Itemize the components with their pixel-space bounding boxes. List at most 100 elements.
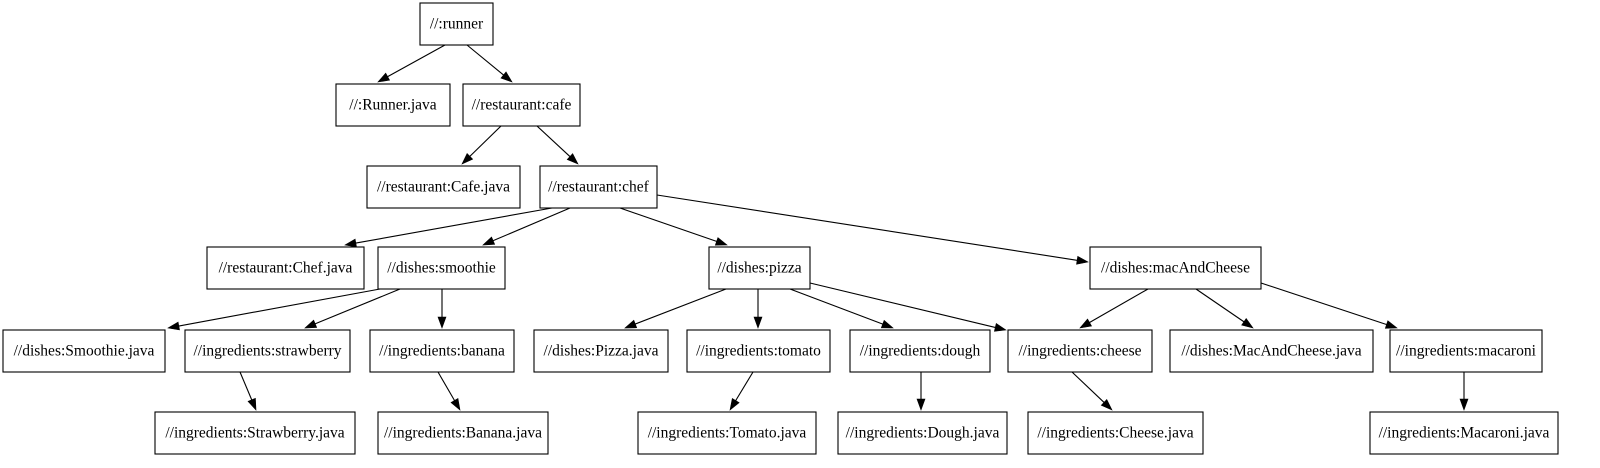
graph-edge <box>619 207 728 246</box>
node-box[interactable] <box>206 246 365 290</box>
graph-node-dishes_pizza[interactable]: //dishes:pizza <box>708 246 811 290</box>
node-box[interactable] <box>154 411 356 455</box>
node-label: //ingredients:Tomato.java <box>648 425 807 442</box>
arrowhead-icon <box>344 238 357 248</box>
arrowhead-icon <box>377 72 391 83</box>
node-box[interactable] <box>686 329 831 373</box>
graph-node-runner_java[interactable]: //:Runner.java <box>335 83 451 127</box>
arrowhead-icon <box>482 236 496 246</box>
arrowhead-icon <box>247 397 257 411</box>
edge-line <box>1087 288 1149 324</box>
node-box[interactable] <box>533 329 669 373</box>
edge-line <box>386 44 446 78</box>
graph-node-ing_cheese[interactable]: //ingredients:cheese <box>1007 329 1153 373</box>
arrowhead-icon <box>304 319 318 329</box>
node-box[interactable] <box>377 411 549 455</box>
node-label: //restaurant:chef <box>548 179 650 196</box>
graph-edge <box>461 125 502 165</box>
node-box[interactable] <box>419 2 494 46</box>
graph-edge <box>1079 288 1149 329</box>
node-label: //:runner <box>430 16 484 33</box>
nodes-layer: //:runner //:Runner.java //restaurant:cafe… <box>2 2 1559 455</box>
node-box[interactable] <box>1389 329 1543 373</box>
node-label: //dishes:pizza <box>717 260 801 277</box>
edge-line <box>466 44 506 77</box>
graph-node-dishes_macandcheese[interactable]: //dishes:macAndCheese <box>1089 246 1262 290</box>
edge-line <box>1071 371 1106 404</box>
graph-node-restaurant_cafe[interactable]: //restaurant:cafe <box>462 83 581 127</box>
graph-node-macandcheese_java[interactable]: //dishes:MacAndCheese.java <box>1169 329 1374 373</box>
graph-edge <box>916 372 926 411</box>
graph-edge <box>1195 288 1254 329</box>
graph-node-ing_dough[interactable]: //ingredients:dough <box>849 329 991 373</box>
node-box[interactable] <box>1007 329 1153 373</box>
node-box[interactable] <box>539 165 658 209</box>
graph-edge <box>624 288 727 329</box>
edge-line <box>313 288 401 325</box>
node-box[interactable] <box>708 246 811 290</box>
graph-node-ing_strawberry[interactable]: //ingredients:strawberry <box>184 329 351 373</box>
node-label: //ingredients:banana <box>379 343 505 360</box>
node-box[interactable] <box>837 411 1008 455</box>
node-label: //:Runner.java <box>349 97 437 114</box>
graph-node-dishes_smoothie[interactable]: //dishes:smoothie <box>377 246 506 290</box>
graph-node-ing_macaroni[interactable]: //ingredients:macaroni <box>1389 329 1543 373</box>
graph-node-macaroni_java[interactable]: //ingredients:Macaroni.java <box>1369 411 1559 455</box>
arrowhead-icon <box>714 237 728 246</box>
edge-line <box>1195 288 1246 324</box>
arrowhead-icon <box>450 398 461 411</box>
graph-node-ing_banana[interactable]: //ingredients:banana <box>369 329 515 373</box>
graph-edge <box>239 371 257 411</box>
node-label: //dishes:Smoothie.java <box>14 343 155 360</box>
node-box[interactable] <box>377 246 506 290</box>
graph-edge <box>466 44 513 83</box>
arrowhead-icon <box>1384 320 1398 329</box>
graph-edge <box>656 194 1089 265</box>
node-box[interactable] <box>462 83 581 127</box>
graph-node-cheese_java[interactable]: //ingredients:Cheese.java <box>1027 411 1204 455</box>
node-box[interactable] <box>335 83 451 127</box>
node-label: //ingredients:Dough.java <box>846 425 1000 442</box>
node-box[interactable] <box>1169 329 1374 373</box>
arrowhead-icon <box>566 153 579 165</box>
edge-line <box>354 207 553 244</box>
graph-node-pizza_java[interactable]: //dishes:Pizza.java <box>533 329 669 373</box>
arrowhead-icon <box>880 319 894 329</box>
node-box[interactable] <box>184 329 351 373</box>
node-label: //ingredients:Macaroni.java <box>1379 425 1550 442</box>
node-box[interactable] <box>849 329 991 373</box>
node-box[interactable] <box>1027 411 1204 455</box>
edge-line <box>633 288 727 326</box>
arrowhead-icon <box>1100 399 1113 411</box>
node-box[interactable] <box>1369 411 1559 455</box>
arrowhead-icon <box>1076 255 1089 265</box>
node-box[interactable] <box>1089 246 1262 290</box>
graph-node-cafe_java[interactable]: //restaurant:Cafe.java <box>366 165 521 209</box>
arrowhead-icon <box>1241 317 1254 329</box>
node-box[interactable] <box>637 411 817 455</box>
node-label: //ingredients:dough <box>860 343 981 360</box>
arrowhead-icon <box>624 319 638 329</box>
graph-node-dough_java[interactable]: //ingredients:Dough.java <box>837 411 1008 455</box>
edge-line <box>491 207 571 242</box>
node-label: //ingredients:Banana.java <box>384 425 542 442</box>
graph-node-chef_java[interactable]: //restaurant:Chef.java <box>206 246 365 290</box>
graph-node-tomato_java[interactable]: //ingredients:Tomato.java <box>637 411 817 455</box>
graph-node-runner[interactable]: //:runner <box>419 2 494 46</box>
node-label: //ingredients:Cheese.java <box>1037 425 1193 442</box>
arrowhead-icon <box>1079 318 1093 329</box>
graph-node-strawberry_java[interactable]: //ingredients:Strawberry.java <box>154 411 356 455</box>
graph-node-ing_tomato[interactable]: //ingredients:tomato <box>686 329 831 373</box>
node-box[interactable] <box>2 329 166 373</box>
node-label: //ingredients:cheese <box>1018 343 1141 360</box>
node-box[interactable] <box>369 329 515 373</box>
graph-edge <box>344 207 553 248</box>
node-box[interactable] <box>366 165 521 209</box>
node-label: //dishes:macAndCheese <box>1101 260 1250 277</box>
graph-node-smoothie_java[interactable]: //dishes:Smoothie.java <box>2 329 166 373</box>
graph-node-restaurant_chef[interactable]: //restaurant:chef <box>539 165 658 209</box>
graph-node-banana_java[interactable]: //ingredients:Banana.java <box>377 411 549 455</box>
node-label: //restaurant:Cafe.java <box>377 179 510 196</box>
node-label: //dishes:smoothie <box>387 260 496 277</box>
